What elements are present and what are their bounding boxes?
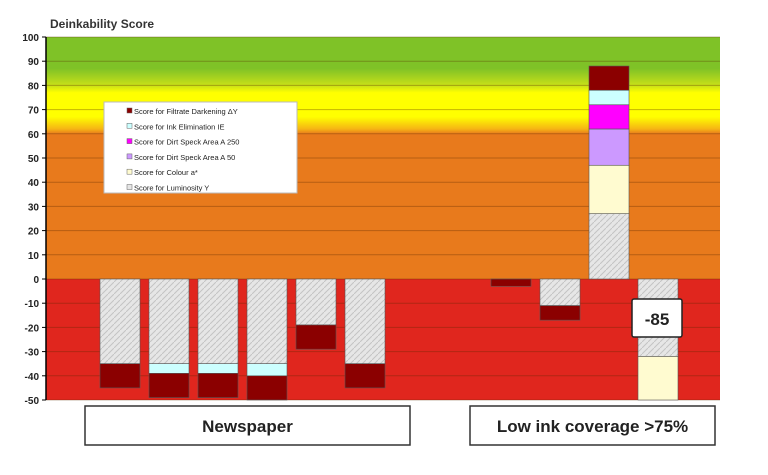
- bar-segment: [344, 278, 386, 364]
- bar-segment: [637, 356, 679, 401]
- bar-segment: [197, 278, 239, 364]
- legend-label: Score for Colour a*: [134, 168, 198, 177]
- bar-segment: [588, 104, 630, 130]
- bar-segment: [197, 373, 239, 398]
- y-tick-label: 20: [28, 227, 40, 238]
- chart-title: Deinkability Score: [50, 17, 154, 31]
- legend-label: Score for Ink Elimination IE: [134, 122, 224, 131]
- annotation-label: -85: [645, 310, 670, 329]
- y-tick-label: -40: [25, 372, 40, 383]
- legend-swatch: [126, 184, 133, 190]
- category-box: [84, 405, 411, 446]
- y-tick-label: 80: [28, 81, 40, 92]
- y-tick-label: 70: [28, 106, 40, 117]
- bar-segment: [148, 373, 190, 398]
- bar-segment: [588, 128, 630, 166]
- bar-segment: [588, 89, 630, 106]
- bar-segment: [246, 375, 288, 401]
- bar-segment: [246, 363, 288, 377]
- legend-label: Score for Filtrate Darkening ΔY: [134, 107, 238, 116]
- category-label: Newspaper: [202, 417, 293, 436]
- legend-box: [103, 101, 298, 194]
- y-tick-label: -50: [25, 396, 40, 407]
- bar-segment: [99, 363, 141, 389]
- legend-label: Score for Luminosity Y: [134, 184, 209, 193]
- legend-swatch: [126, 123, 133, 129]
- bar-segment: [490, 278, 532, 287]
- legend-swatch: [126, 168, 133, 175]
- y-tick-label: -10: [25, 299, 40, 310]
- legend-swatch: [126, 138, 133, 144]
- category-box: [469, 405, 716, 446]
- y-tick-label: 10: [28, 251, 40, 262]
- y-tick-label: -30: [25, 348, 40, 359]
- legend-label: Score for Dirt Speck Area A 250: [134, 138, 239, 147]
- bar-segment: [588, 65, 630, 91]
- bar-segment: [246, 278, 288, 364]
- y-tick-label: 100: [22, 33, 39, 44]
- y-tick-label: 0: [33, 275, 39, 286]
- legend-label: Score for Dirt Speck Area A 50: [134, 153, 235, 162]
- bar-segment: [588, 213, 630, 280]
- bar-segment: [99, 278, 141, 364]
- category-label: Low ink coverage >75%: [497, 417, 688, 436]
- bar-segment: [148, 363, 190, 374]
- bar-segment: [588, 164, 630, 214]
- annotation-box: [631, 298, 683, 338]
- y-tick-label: -20: [25, 323, 40, 334]
- y-tick-label: 90: [28, 57, 40, 68]
- legend-swatch: [126, 153, 133, 160]
- bar-segment: [539, 305, 581, 321]
- y-tick-label: 40: [28, 178, 40, 189]
- legend-swatch: [126, 107, 133, 114]
- bar-segment: [295, 324, 337, 350]
- y-tick-label: 50: [28, 154, 40, 165]
- y-tick-label: 60: [28, 130, 40, 141]
- bar-segment: [344, 363, 386, 389]
- bar-segment: [148, 278, 190, 364]
- bar-segment: [197, 363, 239, 374]
- y-tick-label: 30: [28, 202, 40, 213]
- bar-segment: [539, 278, 581, 306]
- bar-segment: [295, 278, 337, 326]
